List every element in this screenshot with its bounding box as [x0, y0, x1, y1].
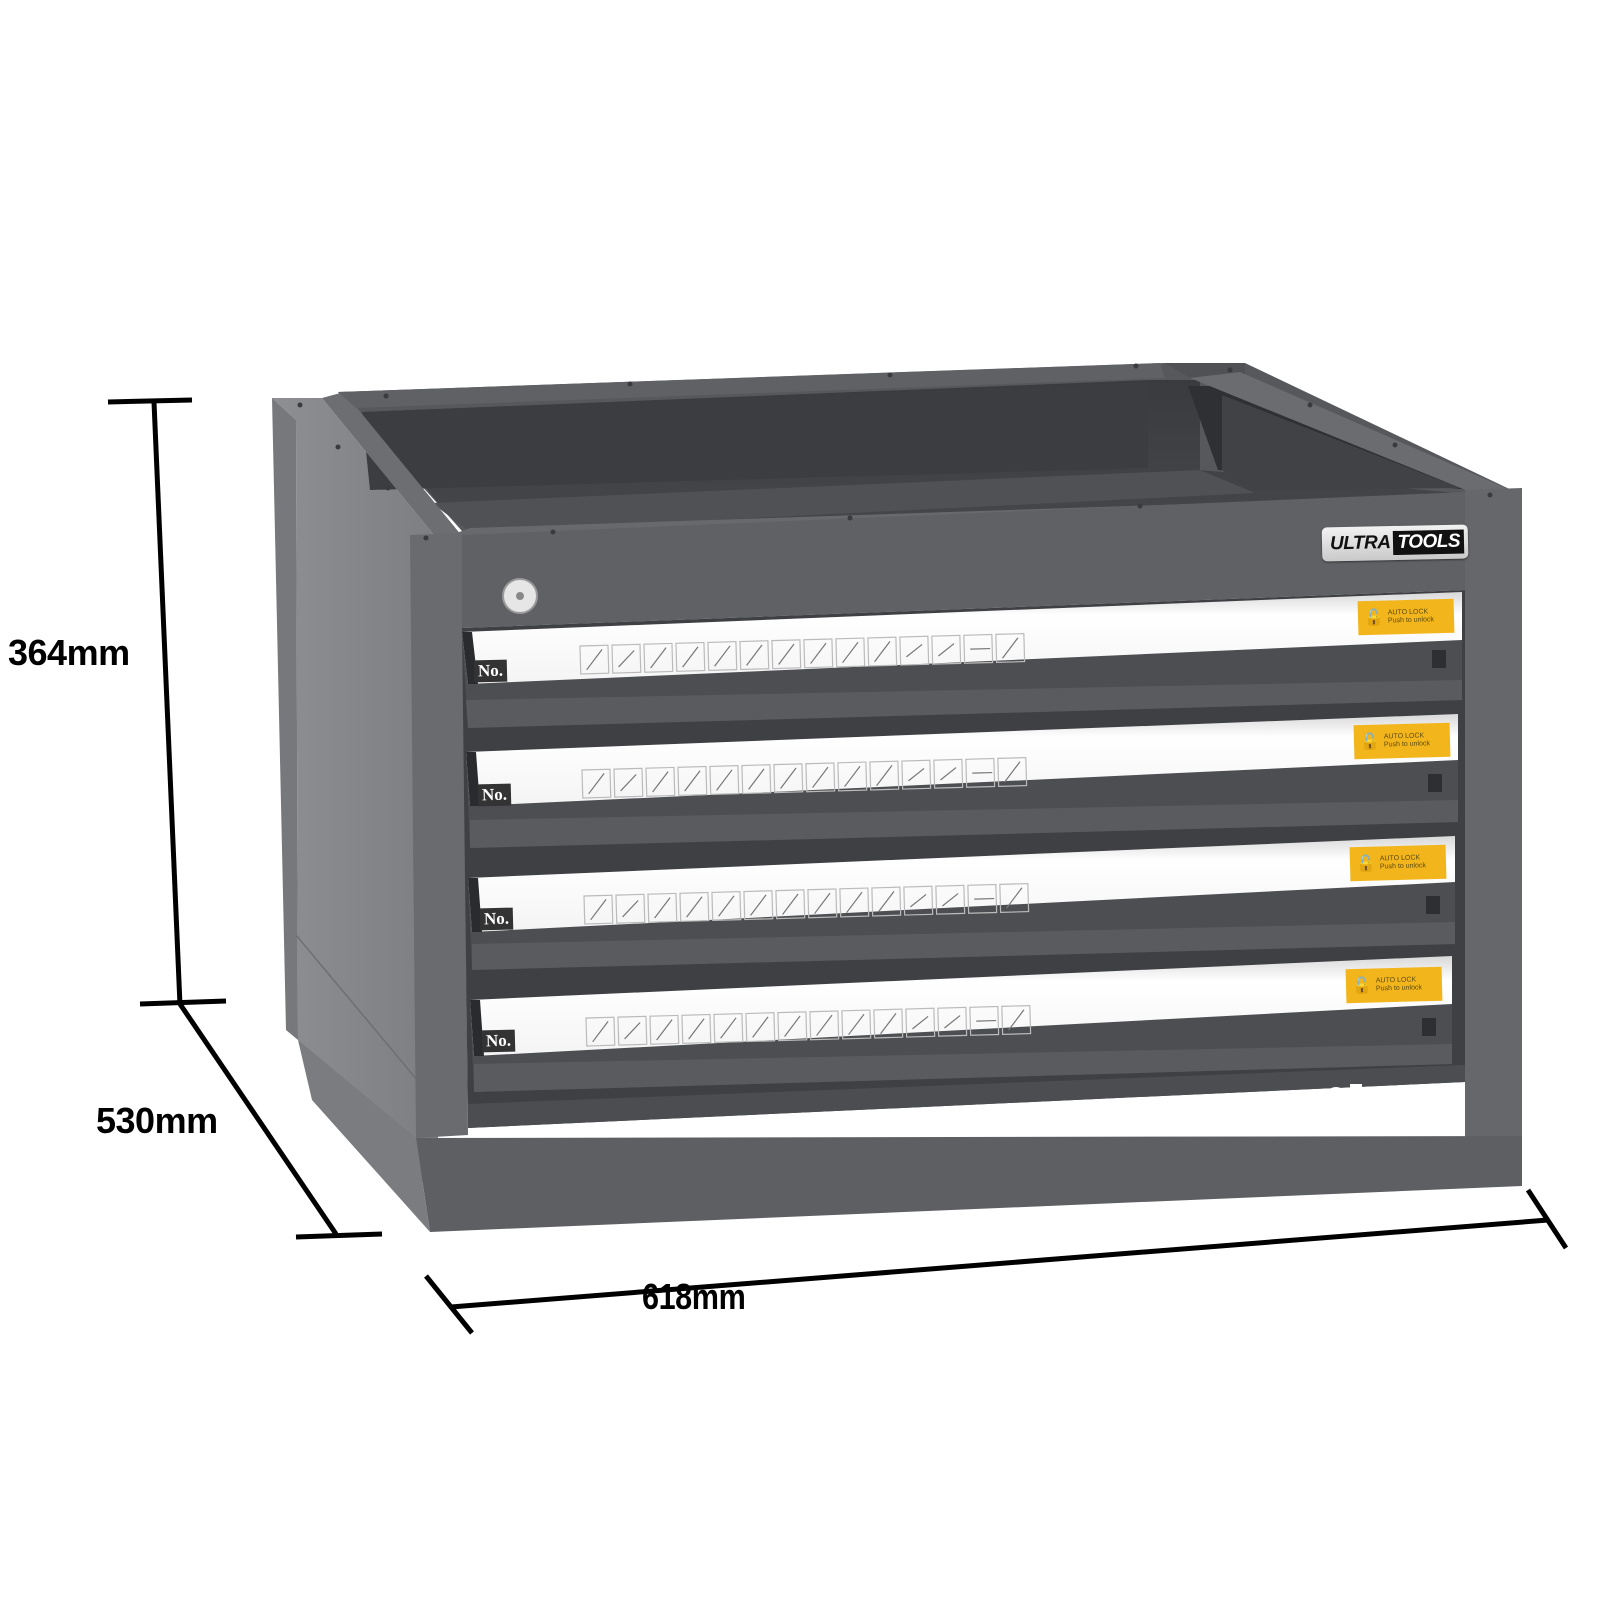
drawer-2-number-label: No. [477, 783, 512, 807]
autolock-sub: Push to unlock [1375, 984, 1423, 993]
autolock-title: AUTO LOCK [1379, 854, 1421, 863]
autolock-sub: Push to unlock [1383, 740, 1431, 749]
cabinet-left-upright [410, 533, 468, 1138]
unlock-icon: 🔓 [1359, 733, 1381, 752]
brand-word-tools: TOOLS [1393, 529, 1465, 556]
autolock-title: AUTO LOCK [1375, 976, 1417, 985]
autolock-title: AUTO LOCK [1383, 732, 1425, 741]
cabinet-right-upright [1465, 488, 1522, 1146]
autolock-title: AUTO LOCK [1387, 608, 1429, 617]
width-dimension-label: 618mm [642, 1276, 746, 1317]
autolock-sub: Push to unlock [1387, 616, 1435, 625]
unlock-icon: 🔓 [1351, 977, 1373, 996]
autolock-sub: Push to unlock [1379, 862, 1427, 871]
drawer-3[interactable] [468, 836, 1455, 970]
unlock-icon: 🔓 [1355, 855, 1377, 874]
cabinet-left-side [272, 398, 438, 1200]
cabinet-top-front-panel [462, 492, 1465, 628]
drawer-4[interactable] [470, 956, 1452, 1092]
height-dimension-label: 364mm [8, 632, 130, 673]
unlock-icon: 🔓 [1363, 609, 1385, 628]
drawer-4-number-label: No. [481, 1029, 516, 1053]
dimension-lines [107, 397, 1569, 1335]
brand-word-ultra: ULTRA [1329, 532, 1391, 555]
tool-icons-row-4 [585, 1004, 1032, 1047]
drawer-1[interactable] [462, 592, 1462, 728]
drawer-3-number-label: No. [479, 907, 514, 931]
key-lock-icon[interactable] [502, 578, 538, 614]
tool-icons-row-2 [581, 756, 1028, 799]
brand-logo: ULTRA TOOLS [1321, 524, 1469, 562]
drawer-1-number-label: No. [473, 659, 508, 683]
tool-icons-row-1 [579, 632, 1026, 675]
tool-icons-row-3 [583, 882, 1030, 925]
depth-dimension-label: 530mm [96, 1100, 218, 1141]
cabinet-plinth [416, 1136, 1522, 1232]
